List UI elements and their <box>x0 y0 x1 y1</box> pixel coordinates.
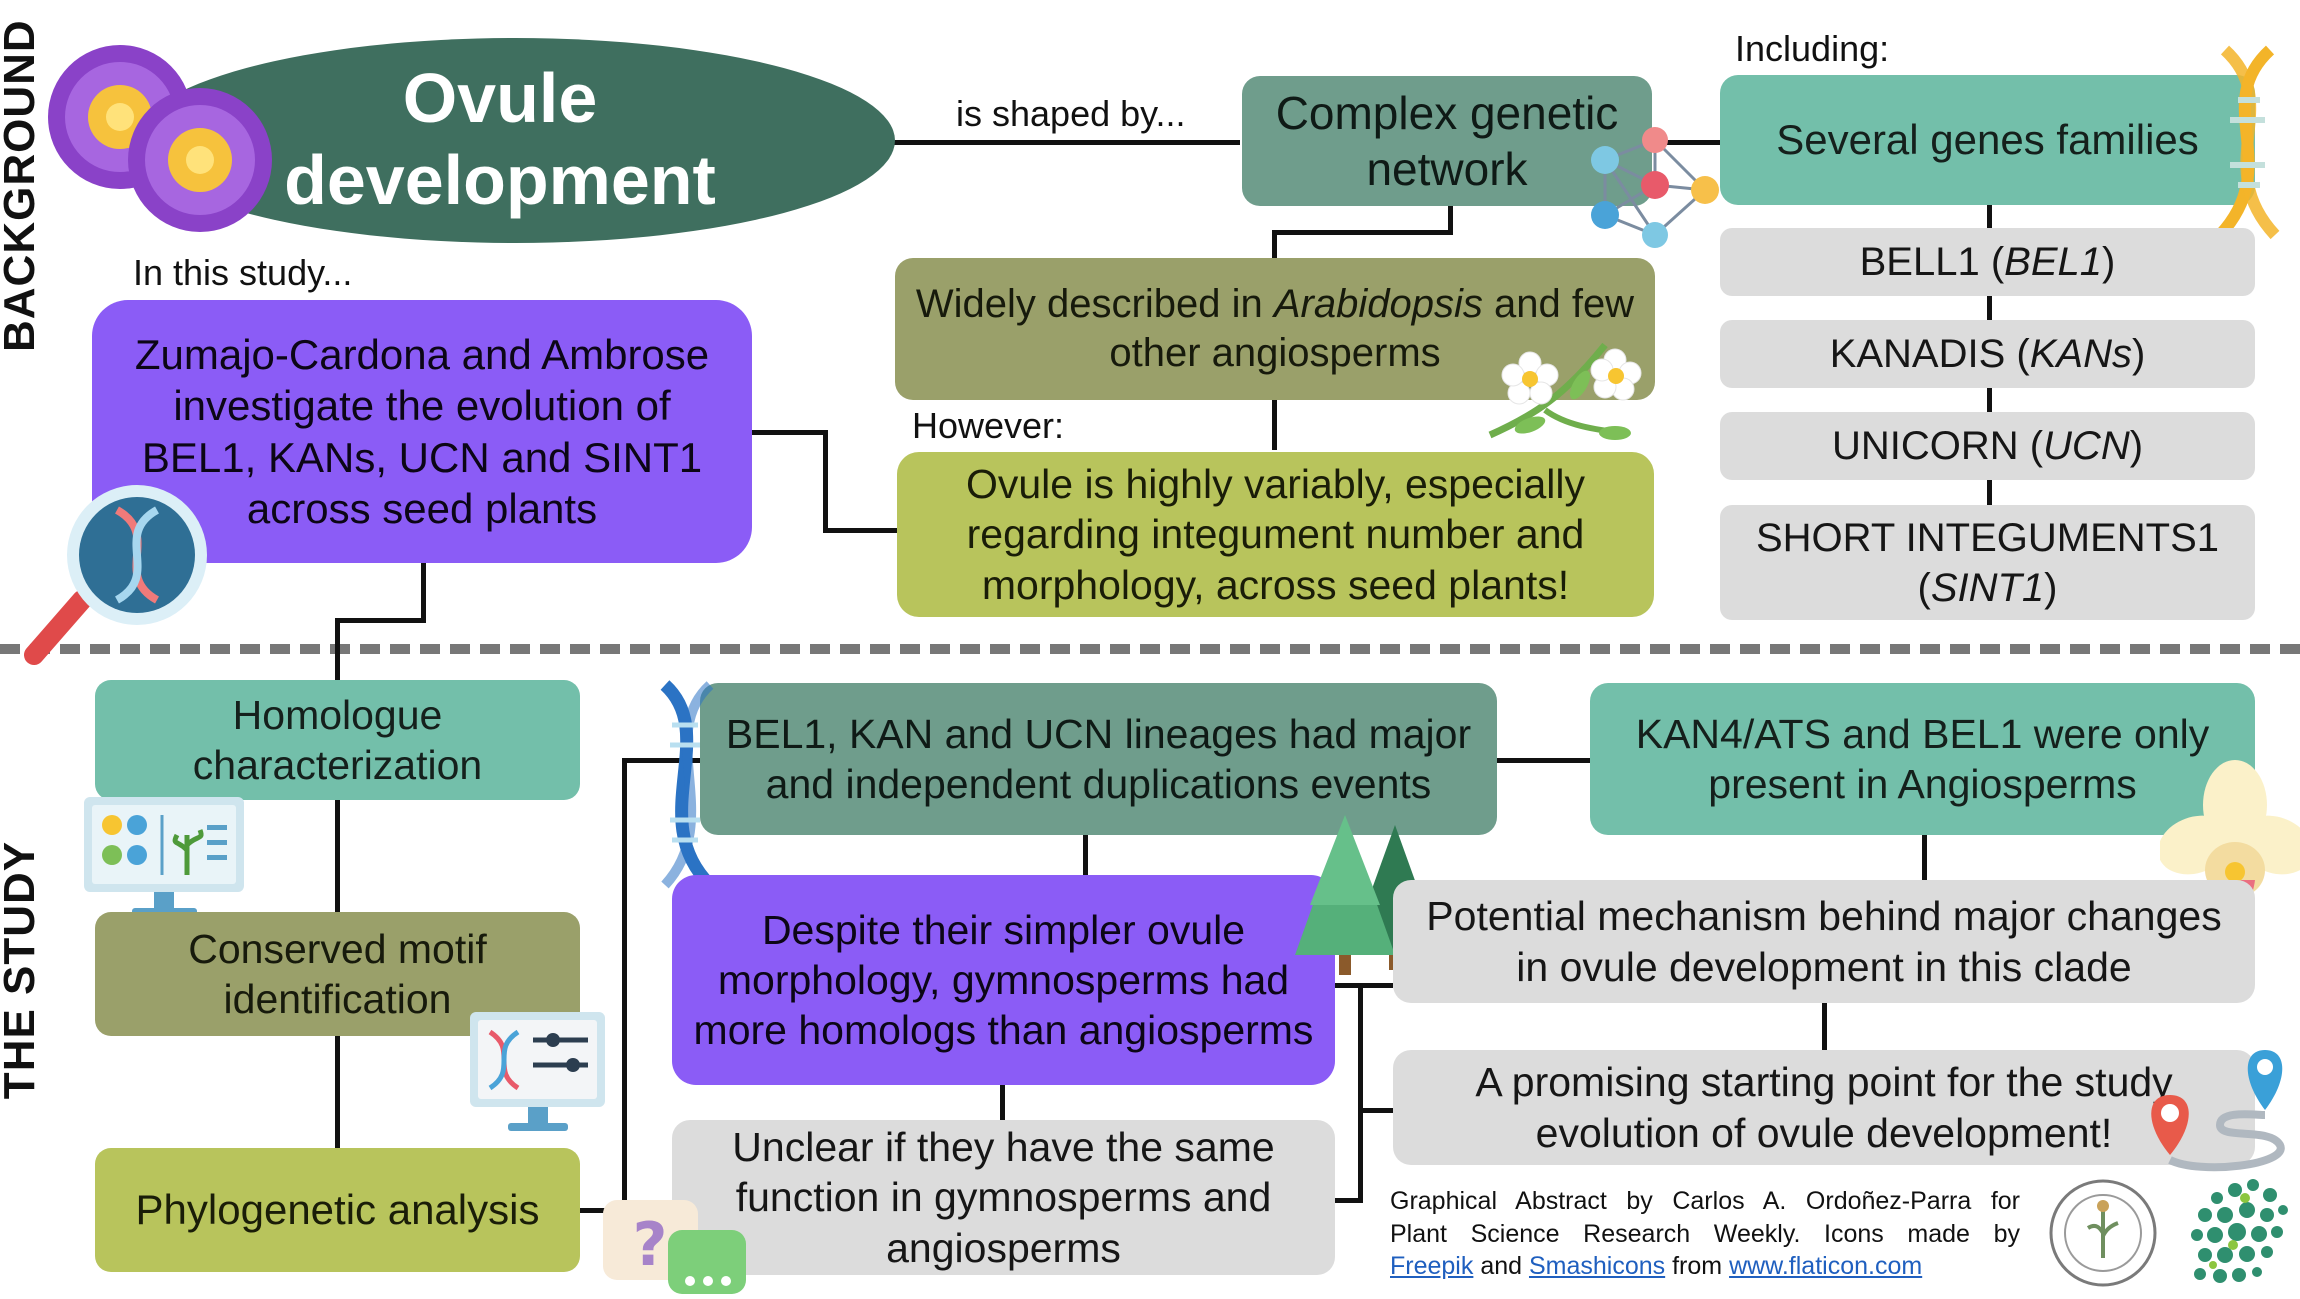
connector-line <box>1335 983 1363 988</box>
gene-abbr: BEL1 <box>2004 239 2103 284</box>
section-label-background: BACKGROUND <box>0 19 44 352</box>
dotted-plant-logo <box>2175 1170 2295 1288</box>
gene-name: UNICORN <box>1831 423 2019 468</box>
magnifier-dna-icon <box>22 480 222 670</box>
title-line2: development <box>284 140 716 219</box>
node-study: Zumajo-Cardona and Ambrose investigate t… <box>92 300 752 563</box>
connector-line <box>1000 1085 1005 1120</box>
gene-item: BELL1 (BEL1) <box>1720 228 2255 296</box>
gene-abbr: UCN <box>2043 423 2130 468</box>
result-gymno-more: Despite their simpler ovule morphology, … <box>672 875 1335 1085</box>
node-ovule-variable: Ovule is highly variably, especially reg… <box>897 452 1654 617</box>
question-chat-icon: ? <box>598 1195 748 1294</box>
connector-line <box>335 800 340 912</box>
gene-abbr: KANs <box>2029 331 2132 376</box>
result-duplications: BEL1, KAN and UCN lineages had major and… <box>700 683 1497 835</box>
connector-line <box>335 1036 340 1148</box>
credit-links: Freepik and Smashicons from www.flaticon… <box>1390 1250 1922 1283</box>
society-seal-logo <box>2048 1178 2158 1288</box>
connector-line <box>1272 400 1277 450</box>
freepik-link[interactable]: Freepik <box>1390 1252 1474 1280</box>
ovule-icon <box>45 42 275 232</box>
widely-ital: Arabidopsis <box>1273 282 1483 327</box>
gene-name: SHORT INTEGUMENTS1 <box>1755 515 2220 560</box>
orchid-icon <box>2158 760 2300 935</box>
connector-line <box>1358 1108 1393 1113</box>
title-line1: Ovule <box>402 59 598 137</box>
connector-line <box>1822 1003 1827 1050</box>
connector-line <box>421 563 426 623</box>
gene-item: KANADIS (KANs) <box>1720 320 2255 388</box>
connector-line <box>1335 1198 1363 1203</box>
connector-line <box>1358 983 1393 988</box>
dna-strand-icon <box>640 680 730 890</box>
connector-line <box>622 758 627 1213</box>
connector-line <box>1272 230 1453 235</box>
connector-line <box>1922 835 1927 880</box>
method-homologue: Homologue characterization <box>95 680 580 800</box>
widely-post: and few other angiosperms <box>1109 282 1635 375</box>
connector-line <box>1272 230 1277 260</box>
result-unclear: Unclear if they have the same function i… <box>672 1120 1335 1275</box>
gene-abbr: SINT1 <box>1930 565 2045 610</box>
route-pin-icon <box>2140 1045 2300 1195</box>
connector-line <box>823 430 828 533</box>
monitor-dna-icon <box>468 1010 608 1140</box>
result-angio-only: KAN4/ATS and BEL1 were only present in A… <box>1590 683 2255 835</box>
credit-line1: Graphical Abstract by Carlos A. Ordoñez-… <box>1390 1187 2020 1215</box>
connector-line <box>1358 983 1363 1203</box>
result-mechanism: Potential mechanism behind major changes… <box>1393 880 2255 1003</box>
gene-name: BELL1 <box>1859 239 1980 284</box>
connector-line <box>580 1208 625 1213</box>
connector-line <box>1083 835 1088 875</box>
gene-item: UNICORN (UCN) <box>1720 412 2255 480</box>
widely-pre: Widely described in <box>915 282 1274 327</box>
monitor-chart-icon <box>82 795 247 925</box>
connector-line <box>823 528 897 533</box>
connector-line <box>1448 205 1453 235</box>
label-including: Including: <box>1735 28 1890 69</box>
title-text: Ovule development <box>200 58 800 222</box>
flower-icon <box>1475 325 1645 450</box>
label-however: However: <box>912 405 1065 446</box>
gene-name: KANADIS <box>1829 331 2006 376</box>
svg-text:?: ? <box>633 1210 668 1280</box>
connector-line <box>1495 758 1590 763</box>
section-divider <box>0 644 2300 654</box>
flaticon-link[interactable]: www.flaticon.com <box>1729 1252 1923 1280</box>
connector-line <box>335 618 340 680</box>
connector-line <box>752 430 828 435</box>
connector-line <box>622 758 702 763</box>
result-promising: A promising starting point for the study… <box>1393 1050 2255 1165</box>
smashicons-link[interactable]: Smashicons <box>1528 1252 1666 1280</box>
gene-item: SHORT INTEGUMENTS1(SINT1) <box>1720 505 2255 620</box>
credit-and: and <box>1473 1252 1529 1280</box>
node-gene-families: Several genes families <box>1720 75 2255 205</box>
credit-text: Graphical Abstract by Carlos A. Ordoñez-… <box>1390 1185 2020 1250</box>
credit-line2: Plant Science Research Weekly. Icons mad… <box>1390 1219 2020 1248</box>
method-conserved-motif: Conserved motif identification <box>95 912 580 1036</box>
label-shaped-by: is shaped by... <box>956 93 1186 134</box>
section-label-study: THE STUDY <box>0 840 44 1100</box>
label-in-this-study: In this study... <box>133 252 353 293</box>
connector-line <box>880 140 1240 145</box>
connector-line <box>335 618 426 623</box>
connector-line <box>1650 140 1720 145</box>
node-complex-network: Complex genetic network <box>1242 76 1652 206</box>
dna-icon <box>2200 45 2295 240</box>
method-phylogenetic: Phylogenetic analysis <box>95 1148 580 1272</box>
network-icon <box>1585 125 1725 250</box>
credit-from: from <box>1665 1252 1730 1280</box>
